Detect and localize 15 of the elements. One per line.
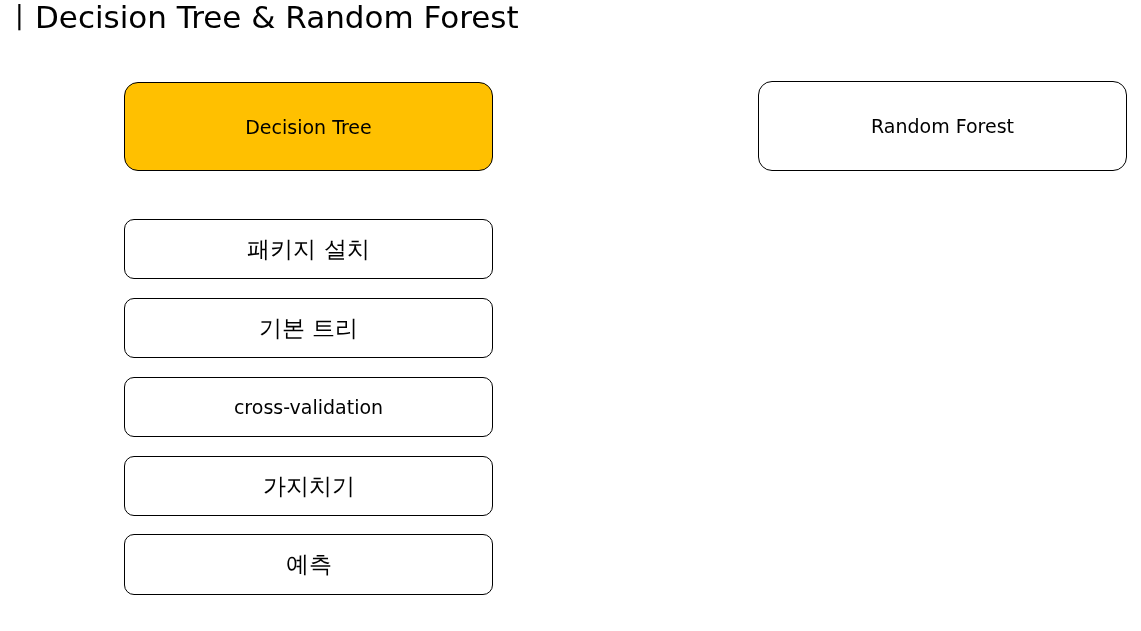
box-label: 가지치기 <box>262 471 355 501</box>
box-label: 기본 트리 <box>258 313 359 343</box>
box-label: 예측 <box>285 550 332 579</box>
slide-title: ㅣDecision Tree & Random Forest <box>4 0 519 36</box>
step-box <box>124 219 493 279</box>
topic-box <box>124 82 493 171</box>
step-box <box>124 534 493 595</box>
step-box <box>124 377 493 437</box>
topic-box <box>758 81 1127 171</box>
box-label: cross-validation <box>233 396 384 418</box>
step-box <box>124 456 493 516</box>
step-box <box>124 298 493 358</box>
box-label: Random Forest <box>871 115 1014 137</box>
box-label: 패키지 설치 <box>247 234 370 264</box>
box-label: Decision Tree <box>245 115 372 138</box>
